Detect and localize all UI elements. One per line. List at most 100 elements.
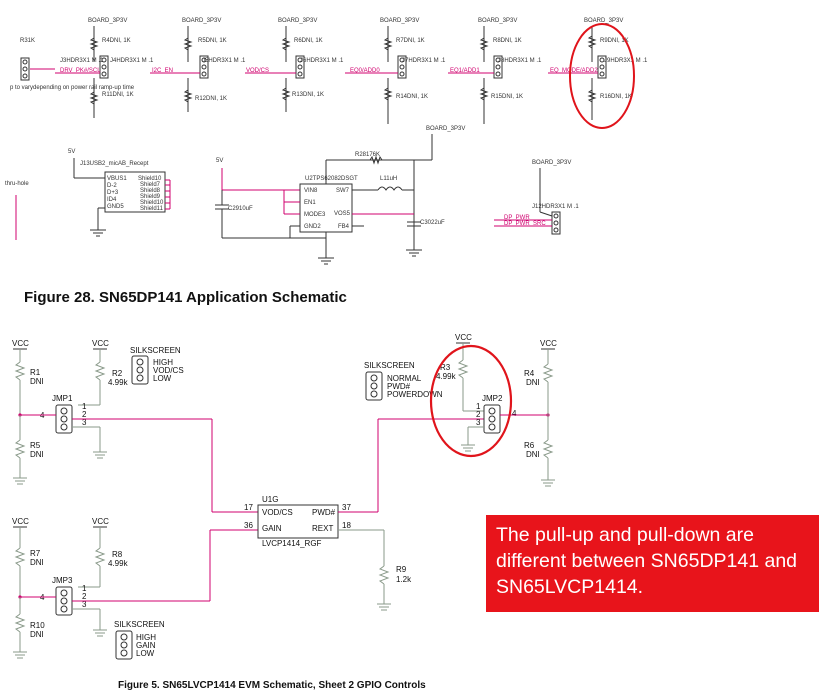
silk3-low: LOW	[136, 649, 155, 658]
usb-5v: 5V	[68, 149, 75, 155]
vcc-r3: VCC	[455, 333, 472, 342]
r8-value: 4.99k	[108, 559, 129, 568]
r9-ref: R9	[396, 565, 407, 574]
r4-ref: R4	[524, 369, 535, 378]
thru-hole-area: thru-hole	[5, 181, 29, 240]
board-label-3: BOARD_3P3V	[278, 18, 317, 24]
jmp1-group: VCC R1 DNI VCC R2 4.99k JMP1 1 2 3 4 R	[12, 339, 258, 513]
vcc-r4: VCC	[540, 339, 557, 348]
r8-ref: R8	[112, 550, 123, 559]
header-2: J5HDR3X1 M .1	[202, 58, 246, 64]
board-label-5: BOARD_3P3V	[478, 18, 517, 24]
jmp2-pin4: 4	[512, 409, 517, 418]
board-label-1: BOARD_3P3V	[88, 18, 127, 24]
r4-value: DNI	[526, 378, 540, 387]
board-label-4: BOARD_3P3V	[380, 18, 419, 24]
ramp-note: p to varydepending on power rail ramp-up…	[10, 85, 135, 91]
silk2-pwd: PWD#	[387, 382, 411, 391]
silk1-low: LOW	[153, 374, 172, 383]
fig28-jumper-block-1: BOARD_3P3V R4DNI, 1K J4HDR3X1 M .1 DRV_P…	[55, 18, 154, 118]
usb-shield-e: Shield10	[140, 200, 164, 206]
silk1-title: SILKSCREEN	[130, 346, 181, 355]
left-header	[20, 57, 30, 81]
net-3: VOD/CS	[246, 68, 269, 74]
vcc-r7: VCC	[12, 517, 29, 526]
jmp2-label: JMP2	[482, 394, 503, 403]
jmp1-pin2: 2	[82, 410, 87, 419]
usb-shield-b: Shield7	[140, 182, 161, 188]
r6-ref: R6	[524, 441, 535, 450]
callout-text: The pull-up and pull-down are different …	[496, 524, 798, 598]
jmp3-pin1: 1	[82, 584, 87, 593]
figure5-title: Figure 5. SN65LVCP1414 EVM Schematic, Sh…	[118, 680, 426, 691]
pwr-part: J12HDR3X1 M .1	[532, 204, 579, 210]
usb-pin-gnd: GND5	[107, 204, 124, 210]
r3-value: 4.99k	[436, 372, 457, 381]
bottom-res-5: R15DNI, 1K	[491, 94, 523, 100]
vcc-r2: VCC	[92, 339, 109, 348]
header-4: J7HDR3X1 M .1	[402, 58, 446, 64]
board-label-2: BOARD_3P3V	[182, 18, 221, 24]
usb-part: J13USB2_micAB_Recept	[80, 161, 149, 167]
jmp2-pin2: 2	[476, 410, 481, 419]
net-6: EQ_MODE/ADD2	[550, 68, 598, 74]
usb-shield-a: Shield10	[138, 176, 162, 182]
usb-shield-d: Shield9	[140, 194, 161, 200]
silk3-gain: GAIN	[136, 641, 156, 650]
r2-value: 4.99k	[108, 378, 129, 387]
r9-value: 1.2k	[396, 575, 412, 584]
pwr-board: BOARD_3P3V	[532, 160, 571, 166]
r5-ref: R5	[30, 441, 41, 450]
ic-u1g: U1G VOD/CS GAIN PWD# REXT LVCP1414_RGF 1…	[244, 418, 484, 611]
figure28-title: Figure 28. SN65DP141 Application Schemat…	[24, 289, 347, 306]
reg-cap-in: C2910uF	[228, 206, 253, 212]
top-res-4: R7DNI, 1K	[396, 38, 425, 44]
jmp2-pin3: 3	[476, 418, 481, 427]
reg-pin-gnd: GND2	[304, 224, 321, 230]
usb-pin-dm: D-2	[107, 183, 117, 189]
usb-shield-c: Shield8	[140, 188, 161, 194]
header-5: J8HDR3X1 M .1	[498, 58, 542, 64]
silk2-title: SILKSCREEN	[364, 361, 415, 370]
jmp3-pin3: 3	[82, 600, 87, 609]
fig28-jumper-block-5: BOARD_3P3V R8DNI, 1K J8HDR3X1 M .1 EQ1/A…	[448, 18, 542, 124]
top-res-2: R5DNI, 1K	[198, 38, 227, 44]
header-3: J6HDR3X1 M .1	[300, 58, 344, 64]
jmp1-pin3: 3	[82, 418, 87, 427]
silk2-normal: NORMAL	[387, 374, 422, 383]
ic-ref: U1G	[262, 495, 278, 504]
reg-pin-vos: VOS5	[334, 211, 351, 217]
reg-cap-out: C3022uF	[420, 220, 445, 226]
vcc-r1: VCC	[12, 339, 29, 348]
bottom-res-1: R11DNI, 1K	[102, 92, 134, 98]
top-res-3: R6DNI, 1K	[294, 38, 323, 44]
callout-box: The pull-up and pull-down are different …	[486, 515, 819, 612]
jmp3-pin2: 2	[82, 592, 87, 601]
vcc-r8: VCC	[92, 517, 109, 526]
silk1-high: HIGH	[153, 358, 173, 367]
reg-board: BOARD_3P3V	[426, 126, 465, 132]
reg-pin-vin: VIN8	[304, 188, 318, 194]
r3-ref: R3	[440, 363, 451, 372]
r10-ref: R10	[30, 621, 45, 630]
reg-pin-en: EN1	[304, 200, 316, 206]
reg-resistor: R28176K	[355, 152, 380, 158]
jmp3-label: JMP3	[52, 576, 73, 585]
reg-pin-mode: MODE3	[304, 212, 326, 218]
usb-pin-id: ID4	[107, 197, 117, 203]
header-1: J4HDR3X1 M .1	[110, 58, 154, 64]
reg-pin-fb: FB4	[338, 224, 350, 230]
highlight-circle-bottom	[429, 344, 513, 458]
jmp3-group: VCC R7 DNI VCC R8 4.99k JMP3 1 2 3 4 R	[12, 517, 258, 660]
fig28-jumper-block-4: BOARD_3P3V R7DNI, 1K J7HDR3X1 M .1 EQ0/A…	[345, 18, 446, 124]
net-5: EQ1/ADD1	[450, 68, 480, 74]
top-res-5: R8DNI, 1K	[493, 38, 522, 44]
reg-part: U2TPS62082DSGT	[305, 176, 358, 182]
reg-pin-sw: SW7	[336, 188, 350, 194]
fig28-jumper-block-2: BOARD_3P3V R5DNI, 1K J5HDR3X1 M .1 I2C_E…	[150, 18, 246, 112]
reg-5v: 5V	[216, 158, 223, 164]
ic-pin-vod: VOD/CS	[262, 508, 293, 517]
silk3-high: HIGH	[136, 633, 156, 642]
bottom-res-2: R12DNI, 1K	[195, 96, 227, 102]
